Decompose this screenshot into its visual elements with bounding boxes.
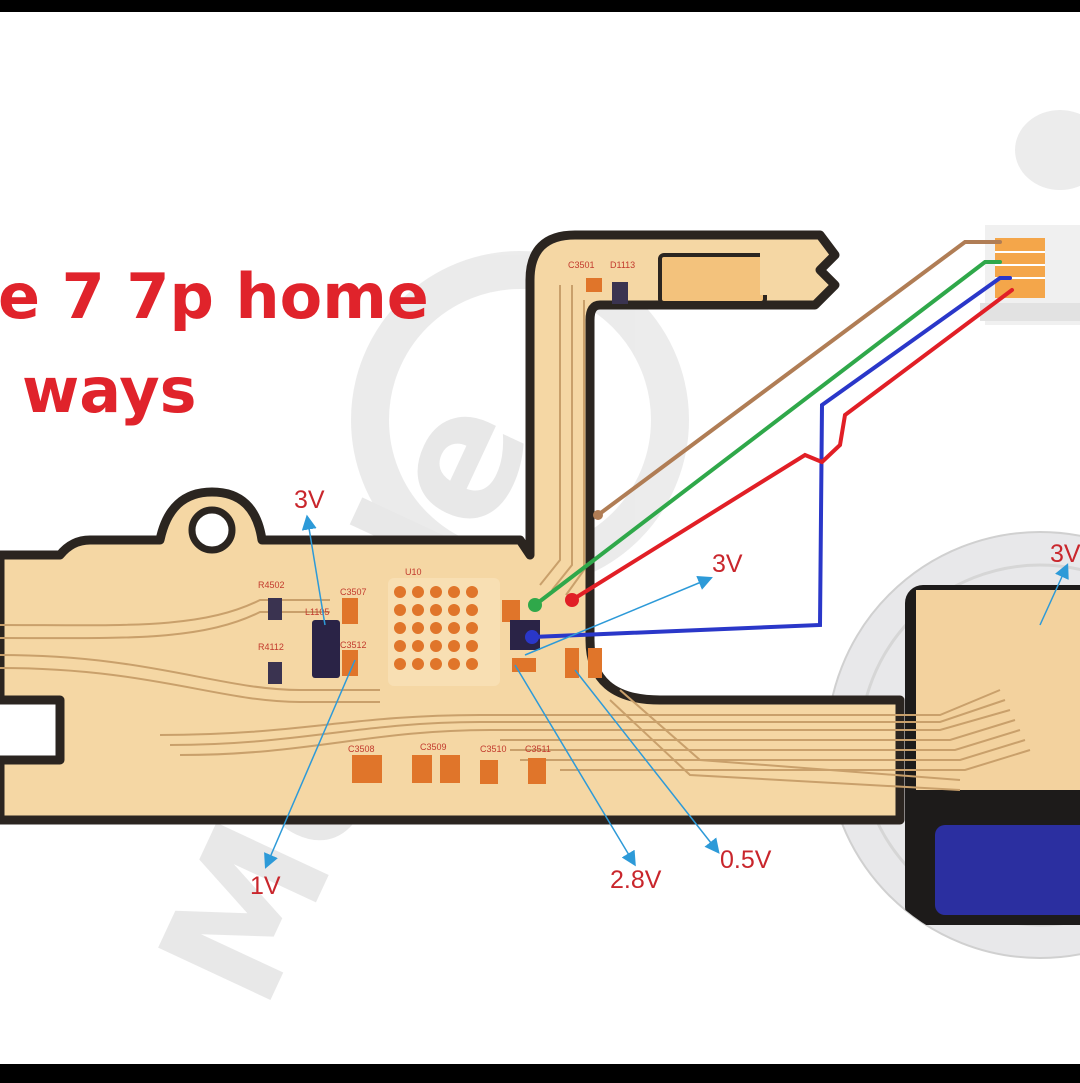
- probe-red: [565, 593, 579, 607]
- ref-c1: C3507: [340, 587, 367, 597]
- wires: [525, 240, 1014, 644]
- voltage-label-3v-right: 3V: [1050, 540, 1080, 568]
- wire-blue: [530, 276, 1012, 639]
- wire-red: [570, 288, 1014, 602]
- voltage-arrows: [264, 514, 1069, 869]
- probe-green: [528, 598, 542, 612]
- home-button-housing: [826, 531, 1080, 959]
- voltage-label-3v-top: 3V: [294, 486, 325, 514]
- ref-l1: L1105: [305, 607, 329, 617]
- top-connector: [980, 110, 1080, 325]
- ref-c2: C3508: [348, 744, 375, 754]
- flex-board: [0, 230, 905, 825]
- chip-u10: U10: [388, 567, 500, 686]
- ref-c5: C3511: [525, 744, 551, 754]
- ref-r2: R4112: [258, 642, 284, 652]
- probe-blue: [525, 630, 539, 644]
- ref-c3: C3509: [420, 742, 447, 752]
- voltage-label-1v: 1V: [250, 872, 281, 900]
- wire-green: [533, 260, 1002, 607]
- traces: [0, 285, 1031, 791]
- voltage-label-2-8v: 2.8V: [610, 866, 662, 894]
- title-line-1: e 7 7p home: [0, 260, 429, 333]
- wire-brown: [596, 240, 1002, 517]
- ref-c6: C3512: [340, 640, 367, 650]
- ref-r1: R4502: [258, 580, 285, 590]
- title-line-2: ways: [22, 354, 197, 427]
- probe-brown: [593, 510, 603, 520]
- chip-label: U10: [405, 567, 422, 577]
- ref-c4: C3510: [480, 744, 507, 754]
- voltage-label-0-5v: 0.5V: [720, 846, 772, 874]
- voltage-label-3v-mid: 3V: [712, 550, 743, 578]
- ref-d-top: D1113: [610, 260, 635, 270]
- ref-c-top: C3501: [568, 260, 595, 270]
